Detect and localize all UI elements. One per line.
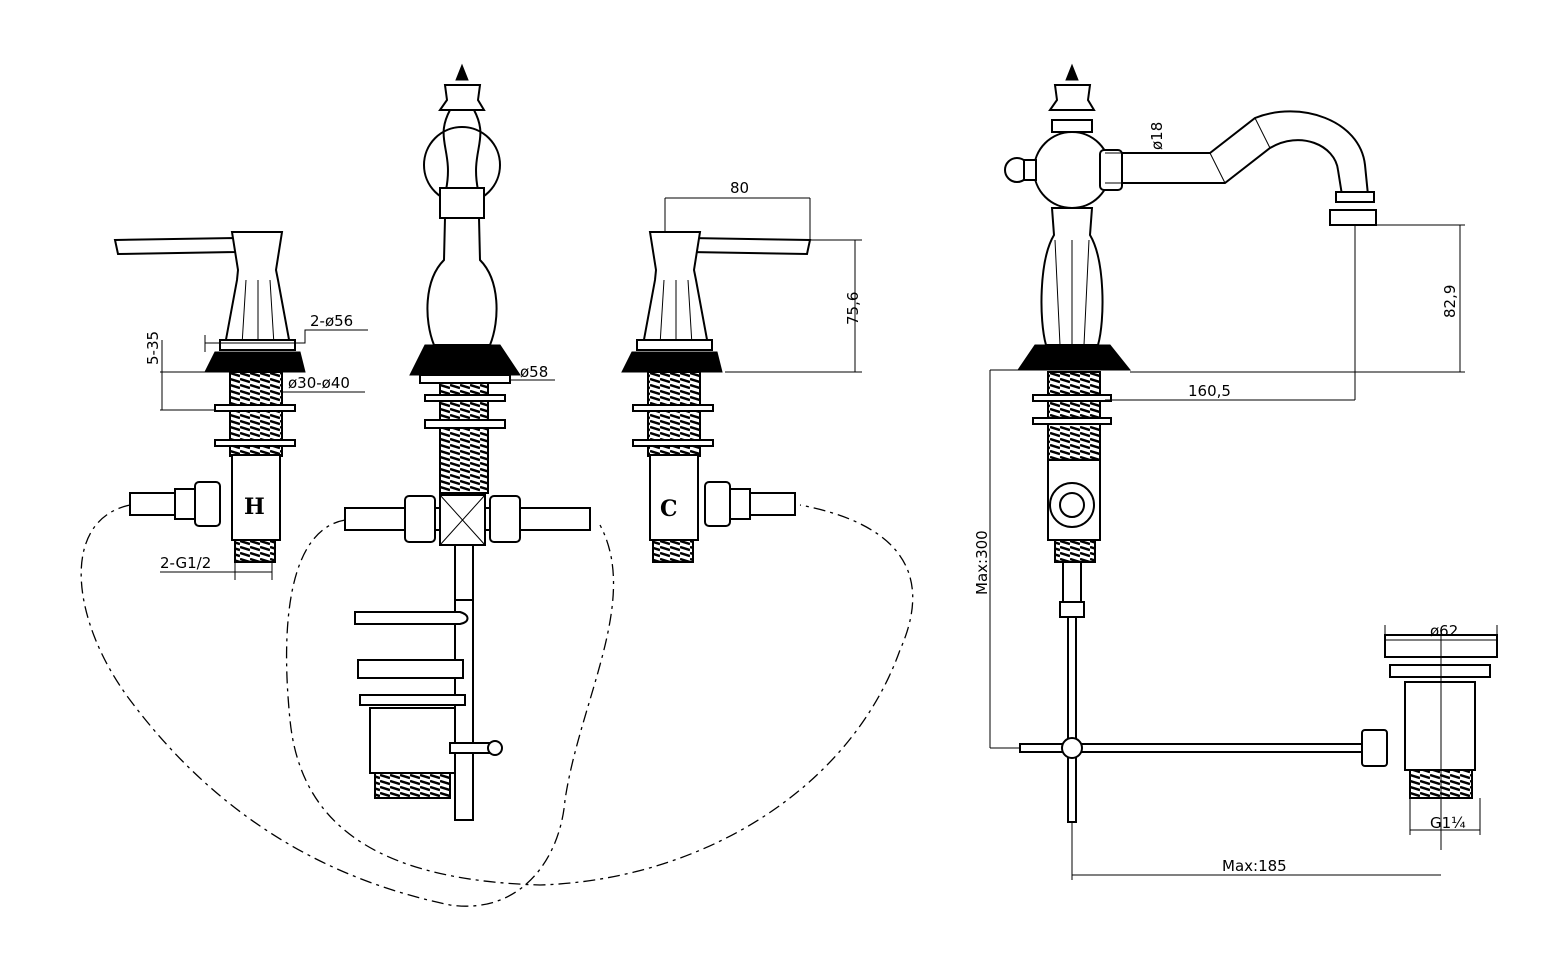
dim-handle-width: 80: [730, 179, 749, 197]
hot-label: H: [244, 494, 265, 520]
front-dimensions: 80 75,6 5-35 2-ø56 ø30-ø40 ø58 2-G1/2: [144, 179, 862, 580]
dim-handle-height: 75,6: [844, 292, 862, 325]
cold-valve: C: [621, 231, 812, 563]
dim-deck-thickness: 5-35: [144, 331, 162, 365]
dim-connection: 2-G1/2: [160, 554, 211, 572]
spout-front: [344, 63, 591, 821]
dim-spout-dia: ø18: [1148, 122, 1166, 150]
dim-spout-flange: ø58: [520, 363, 548, 381]
dim-outlet-height: 82,9: [1441, 285, 1459, 318]
spout-side: [1004, 63, 1498, 850]
dim-flange: 2-ø56: [310, 312, 353, 330]
cold-label: C: [660, 496, 678, 522]
dim-rod-reach: Max:185: [1222, 857, 1287, 875]
hot-valve: H: [113, 231, 306, 563]
side-dimensions: ø18 82,9 160,5 Max:300 ø62 Max:185 G1¼: [973, 122, 1498, 880]
dim-hole: ø30-ø40: [288, 374, 350, 392]
dim-waste-dia: ø62: [1430, 622, 1458, 640]
dim-reach: 160,5: [1188, 382, 1231, 400]
dim-max-depth: Max:300: [973, 530, 991, 595]
flexible-hose-paths: [80, 504, 914, 907]
dim-waste-thread: G1¼: [1430, 814, 1466, 832]
